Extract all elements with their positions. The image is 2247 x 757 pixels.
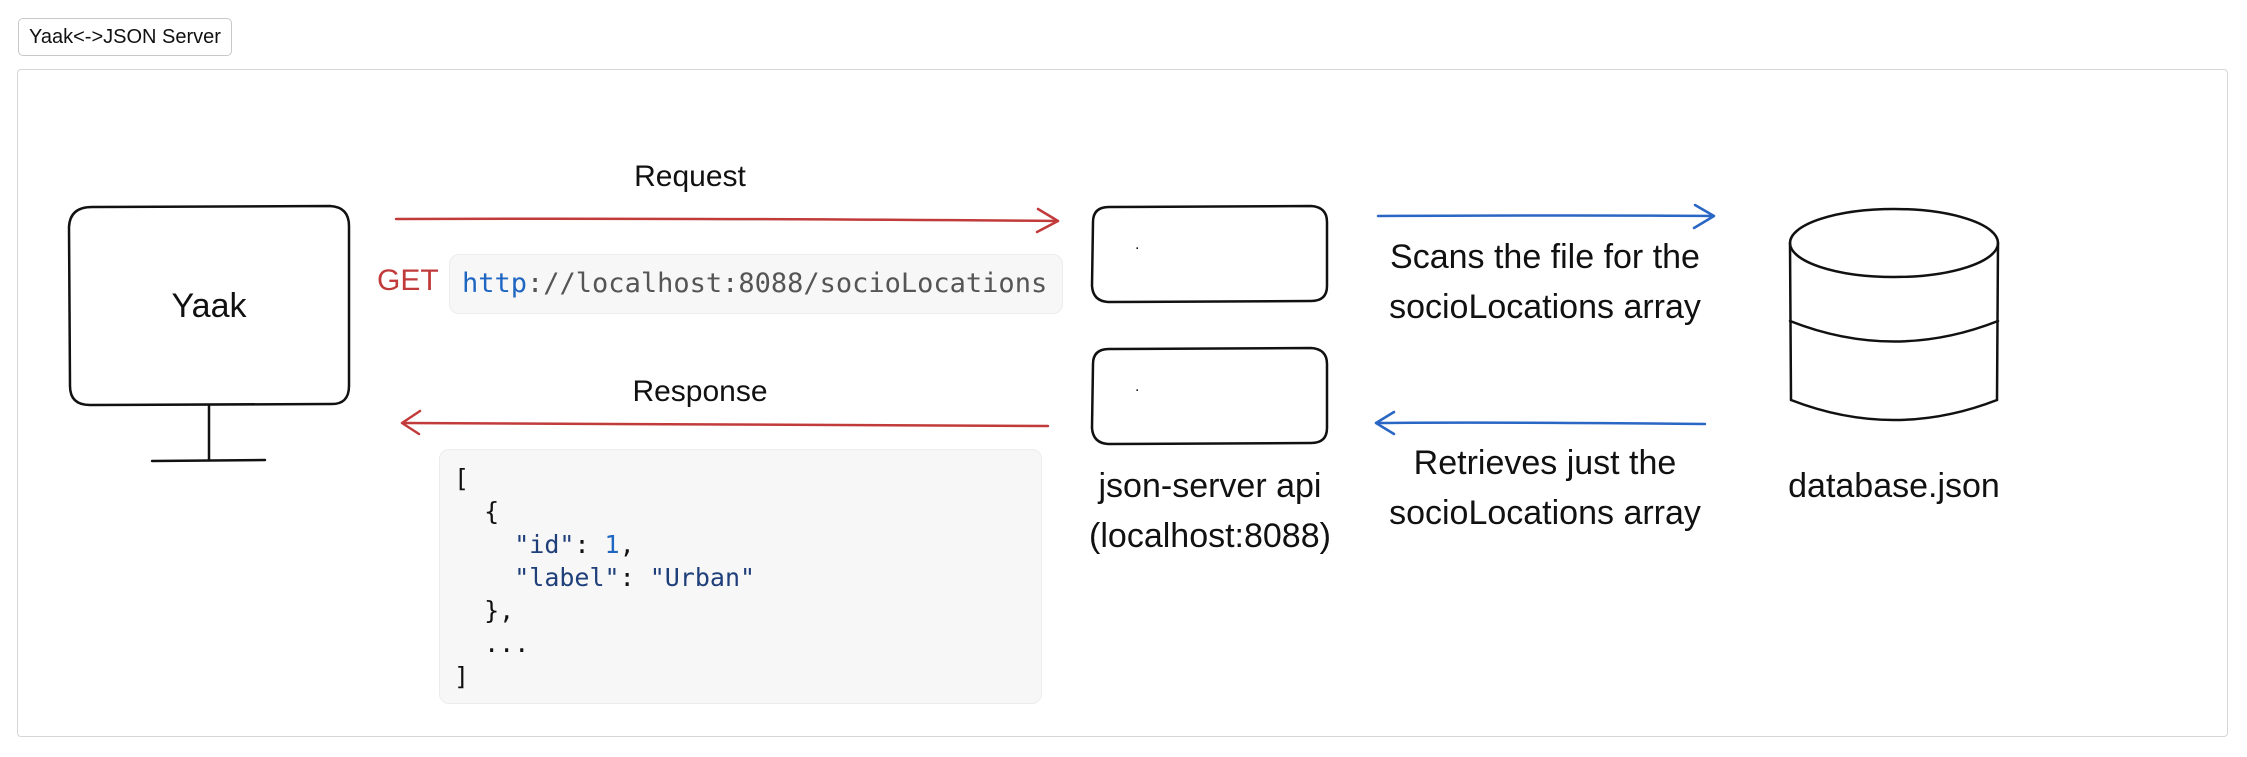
request-url: http://localhost:8088/socioLocations (449, 254, 1063, 314)
server-label-line2: (localhost:8088) (1089, 517, 1331, 555)
server-box-top-text: . (1135, 236, 1140, 253)
server-box-bottom (1090, 346, 1329, 446)
retrieve-arrow (1374, 410, 1707, 436)
scan-label-line1: Scans the file for the (1390, 238, 1700, 276)
client-label: Yaak (171, 287, 247, 325)
diagram-canvas (17, 69, 2228, 737)
retrieve-label-line1: Retrieves just the (1413, 444, 1677, 482)
http-method: GET (377, 264, 439, 297)
diagram-tab-button[interactable]: Yaak<->JSON Server (18, 18, 232, 56)
scan-label-line2: socioLocations array (1389, 288, 1701, 326)
server-box-bottom-text: . (1135, 378, 1140, 395)
request-title: Request (634, 160, 746, 193)
monitor-icon (67, 204, 351, 463)
response-arrow (400, 409, 1050, 436)
response-body: [ { "id": 1, "label": "Urban" }, ... ] (439, 449, 1042, 704)
scan-arrow (1376, 203, 1716, 230)
server-label-line1: json-server api (1098, 467, 1322, 505)
code-line: "id": 1, (514, 530, 635, 559)
code-line: ... (454, 629, 530, 658)
url-path: ://localhost:8088/socioLocations (527, 268, 1048, 299)
code-line: "label": "Urban" (514, 563, 756, 592)
json-value: "Urban" (649, 563, 756, 592)
code-line: { (454, 497, 500, 526)
retrieve-label-line2: socioLocations array (1389, 494, 1701, 532)
database-label: database.json (1788, 467, 2000, 505)
url-protocol: http (462, 268, 528, 299)
json-value: 1 (604, 530, 620, 559)
json-key: "label" (514, 563, 620, 592)
response-title: Response (632, 375, 768, 408)
database-icon (1788, 207, 2000, 422)
json-key: "id" (514, 530, 575, 559)
code-line: [ (454, 464, 470, 493)
code-line: ] (454, 662, 470, 691)
request-arrow (394, 207, 1060, 234)
code-line: }, (454, 596, 515, 625)
server-box-top (1090, 204, 1329, 304)
